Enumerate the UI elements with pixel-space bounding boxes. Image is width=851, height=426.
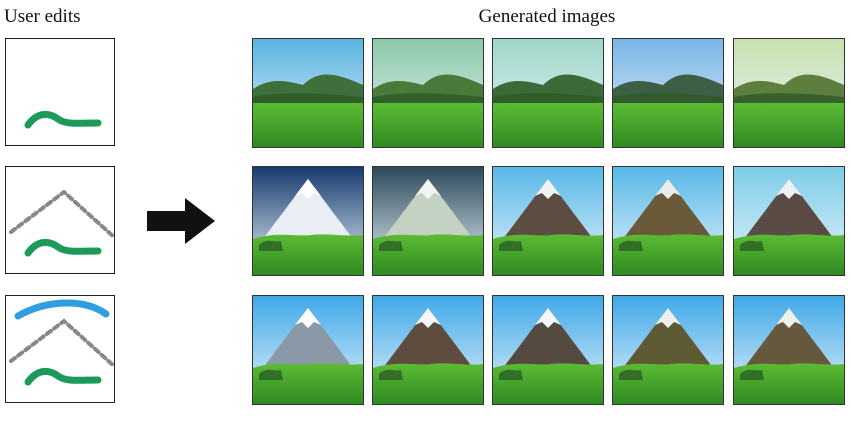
mountain [617, 179, 719, 247]
generated-image [252, 166, 364, 276]
generated-image [612, 166, 724, 276]
shrubs [259, 369, 283, 380]
user-edit-box [5, 295, 115, 403]
mountain [617, 308, 719, 376]
grass-field [253, 363, 363, 404]
user-edit-box [5, 38, 115, 146]
snow-cap [655, 308, 681, 328]
grass-field [253, 103, 363, 147]
grass-field [373, 103, 483, 147]
snow-cap [535, 179, 561, 199]
generated-image [492, 295, 604, 405]
generated-image [733, 166, 845, 276]
shrubs [740, 369, 764, 380]
mountain [257, 308, 359, 376]
green-grass-line-stroke [24, 368, 102, 386]
blue-sky-line-stroke [14, 299, 110, 320]
grass-field [734, 363, 844, 404]
mountain [738, 179, 840, 247]
snow-cap [776, 308, 802, 328]
gray-dotted-mountain-stroke [9, 190, 114, 239]
gray-dotted-mountain-stroke [9, 319, 114, 368]
mountain [257, 179, 359, 247]
mountain [497, 179, 599, 247]
mountain [377, 179, 479, 247]
generated-image [612, 295, 724, 405]
shrubs [379, 369, 403, 380]
green-grass-line-stroke [24, 111, 102, 129]
grass-field [613, 234, 723, 275]
user-edit-sketch [24, 111, 102, 129]
grass-field [493, 363, 603, 404]
snow-cap [295, 308, 321, 328]
grass-field [493, 234, 603, 275]
grass-field [373, 363, 483, 404]
right-arrow-icon [147, 198, 215, 244]
snow-cap [655, 179, 681, 199]
shrubs [499, 369, 523, 380]
shrubs [259, 240, 283, 251]
generated-image [372, 166, 484, 276]
generated-image [612, 38, 724, 148]
grass-field [493, 103, 603, 147]
generated-image [252, 295, 364, 405]
user-edit-box [5, 166, 115, 274]
user-edit-sketch [9, 299, 114, 386]
generated-image [733, 295, 845, 405]
generated-image [492, 38, 604, 148]
mountain [738, 308, 840, 376]
snow-cap [776, 179, 802, 199]
grass-field [734, 234, 844, 275]
generated-image [372, 295, 484, 405]
shrubs [379, 240, 403, 251]
generated-image [733, 38, 845, 148]
grass-field [613, 363, 723, 404]
shrubs [740, 240, 764, 251]
shrubs [619, 369, 643, 380]
shrubs [619, 240, 643, 251]
user-edit-sketch [9, 190, 114, 257]
grass-field [734, 103, 844, 147]
snow-cap [415, 179, 441, 199]
grass-field [253, 234, 363, 275]
shrubs [499, 240, 523, 251]
snow-cap [415, 308, 441, 328]
grass-field [613, 103, 723, 147]
mountain [497, 308, 599, 376]
snow-cap [535, 308, 561, 328]
generated-image [492, 166, 604, 276]
generated-image [372, 38, 484, 148]
mountain [377, 308, 479, 376]
green-grass-line-stroke [24, 239, 102, 257]
generated-image [252, 38, 364, 148]
user-edits-heading: User edits [4, 6, 81, 27]
snow-cap [295, 179, 321, 199]
generated-images-heading: Generated images [478, 6, 616, 27]
arrow-shape [147, 198, 215, 244]
grass-field [373, 234, 483, 275]
